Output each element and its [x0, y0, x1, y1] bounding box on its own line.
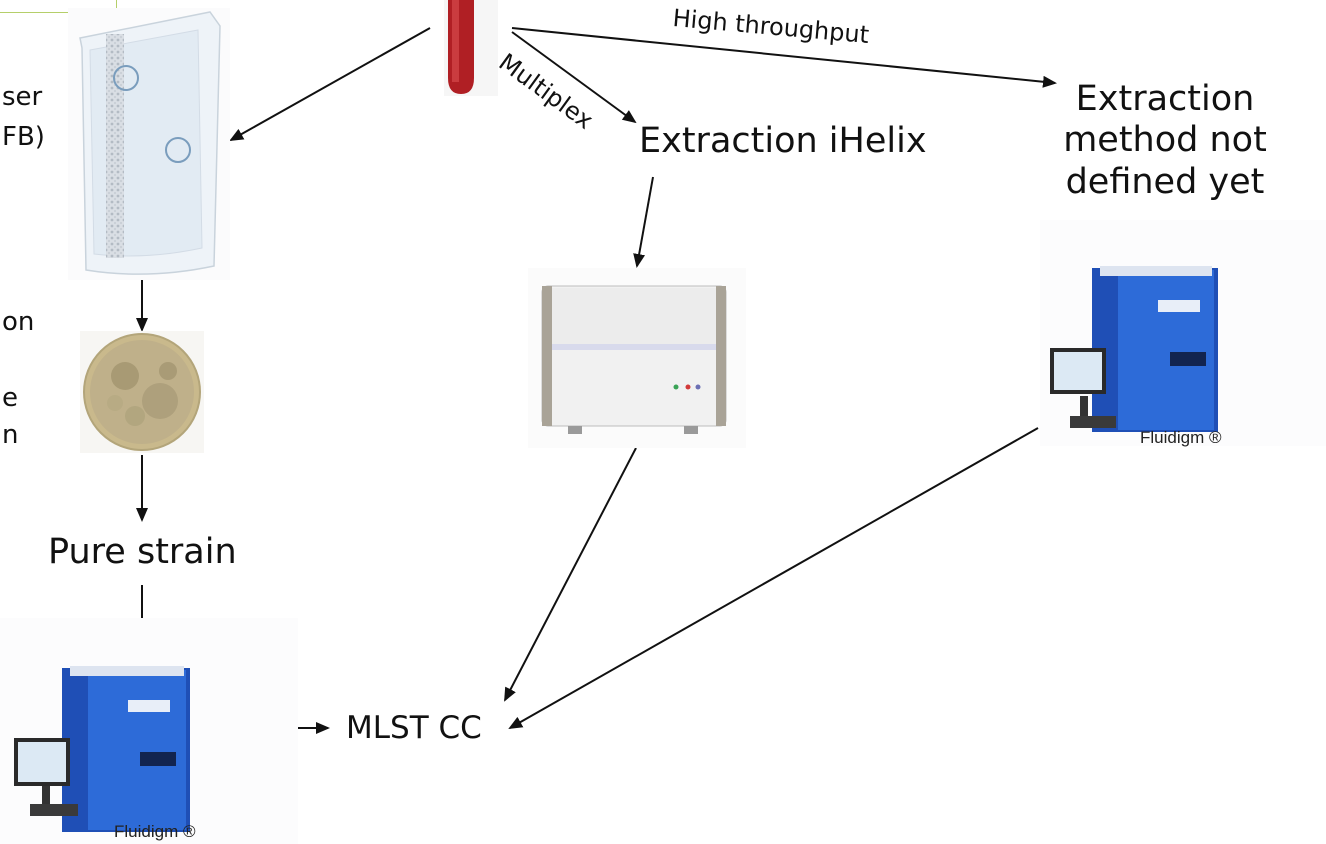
arrow-right-fluidigm-to-mlst	[508, 427, 1039, 729]
arrow-machine-to-mlst	[504, 447, 637, 702]
left-fragment-5: n	[2, 420, 19, 450]
filter-bag-image	[68, 8, 230, 280]
node-extraction-undefined-line-1: Extraction	[1075, 79, 1255, 119]
left-fragment-1: ser	[2, 82, 43, 112]
fluidigm-label-right: Fluidigm ®	[1140, 428, 1222, 447]
node-pure-strain: Pure strain	[48, 532, 237, 572]
node-extraction-undefined: Extraction method not defined yet	[1040, 79, 1290, 203]
node-extraction-ihelix: Extraction iHelix	[639, 121, 927, 161]
fluidigm-instrument-right	[1040, 220, 1326, 446]
blood-tube	[444, 0, 498, 96]
left-fragment-4: e	[2, 383, 18, 413]
lightcycler-machine-image	[528, 268, 746, 448]
arrow-tube-to-ihelix	[511, 31, 637, 124]
node-extraction-undefined-line-2: method not	[1063, 120, 1267, 161]
left-fragment-3: on	[2, 307, 35, 337]
arrow-ihelix-to-machine	[633, 176, 654, 268]
petri-dish-image	[80, 331, 204, 453]
fluidigm-instrument-bottom-left	[0, 618, 298, 844]
node-extraction-undefined-line-3: defined yet	[1065, 161, 1265, 202]
left-fragment-2: FB)	[2, 122, 45, 152]
node-mlst-cc: MLST CC	[346, 710, 482, 746]
arrow-tube-to-high-throughput	[511, 27, 1057, 88]
arrow-tube-to-bag	[229, 27, 431, 141]
top-left-frame	[0, 0, 117, 13]
fluidigm-label-bottom-left: Fluidigm ®	[114, 822, 196, 841]
